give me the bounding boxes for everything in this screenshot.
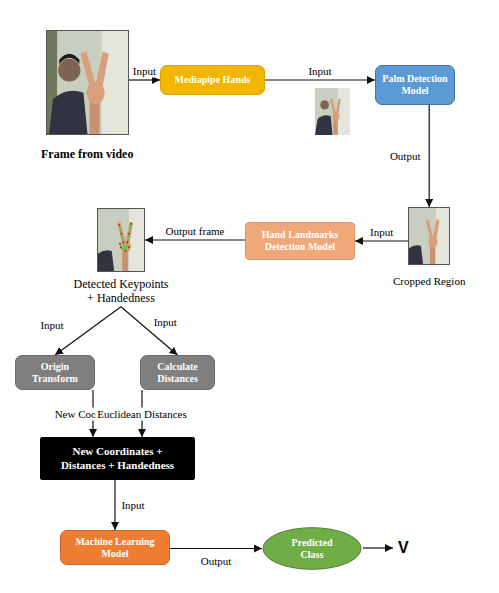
- flow-arrow: [114, 480, 115, 530]
- edge-label: Euclidean Distances: [95, 407, 189, 420]
- photo-background: [315, 88, 350, 135]
- ellipse-shape: [263, 528, 361, 570]
- photo: [98, 209, 144, 271]
- landmark-point: [120, 233, 122, 235]
- landmark-point: [130, 223, 132, 225]
- keypoints-image: Detected Keypoints + Handedness: [71, 208, 171, 306]
- landmark-point: [118, 224, 120, 226]
- person-body: [315, 115, 333, 135]
- box-label: Machine Learning Model: [67, 536, 163, 560]
- flow-arrow: [355, 240, 408, 241]
- edge-label: Output frame: [164, 225, 227, 238]
- landmark-point: [128, 233, 130, 235]
- process-box: Calculate Distances: [140, 355, 215, 390]
- photo-background: [98, 209, 144, 271]
- person-arm: [89, 99, 99, 134]
- edge-label: Input: [131, 65, 158, 78]
- photo-frame: [46, 30, 129, 135]
- process-box: Palm Detection Model: [375, 65, 455, 105]
- edge-label: Input: [38, 318, 65, 331]
- person-hair: [59, 54, 79, 64]
- photo: [47, 31, 128, 134]
- process-box: Origin Transform: [15, 355, 95, 390]
- flow-arrow: [121, 307, 178, 355]
- edge-label: Input: [119, 499, 146, 512]
- flow-arrow: [129, 79, 160, 80]
- box-label: Mediapipe Hands: [167, 74, 258, 86]
- box-label: Hand Landmarks Detection Model: [252, 229, 348, 253]
- image-caption: Detected Keypoints + Handedness: [71, 277, 171, 306]
- feature-box: New Coordinates + Distances + Handedness: [40, 437, 195, 480]
- box-label: Origin Transform: [22, 361, 88, 385]
- edge-label: Input: [152, 315, 179, 328]
- flow-arrow: [170, 548, 262, 549]
- landmark-point: [128, 246, 130, 248]
- photo-background: [47, 31, 128, 134]
- process-box: Mediapipe Hands: [160, 65, 265, 95]
- image-caption: Frame from video: [41, 147, 133, 161]
- landmark-links: [120, 244, 126, 251]
- thumbnail-image: [315, 88, 350, 135]
- person-body: [409, 245, 423, 264]
- person-head: [320, 100, 329, 109]
- landmark-point: [119, 243, 121, 245]
- flow-arrow: [429, 105, 430, 207]
- person-arm: [430, 245, 435, 264]
- photo-wall: [101, 31, 127, 134]
- edge-label: Input: [306, 65, 333, 78]
- person-arm: [122, 250, 128, 271]
- hand-fingers: [117, 221, 133, 242]
- hand-fingers: [426, 219, 440, 238]
- photo-frame: [408, 207, 450, 265]
- process-box: Hand Landmarks Detection Model: [245, 222, 355, 260]
- photo-wall: [338, 88, 350, 135]
- flow-arrow: [265, 79, 375, 80]
- person-body: [98, 250, 114, 271]
- output-ellipse: Predicted Class: [262, 527, 362, 570]
- photo-wall: [129, 209, 144, 271]
- class-result: V: [398, 538, 409, 557]
- landmark-links: [119, 225, 125, 251]
- model-box: Machine Learning Model: [60, 530, 170, 565]
- box-label: New Coordinates + Distances + Handedness: [51, 445, 184, 471]
- cropped-image: Cropped Region: [393, 207, 465, 288]
- landmark-point: [125, 250, 127, 252]
- person-body: [49, 91, 87, 134]
- landmark-point: [120, 246, 122, 248]
- person-head: [58, 59, 80, 82]
- landmark-point: [122, 241, 124, 243]
- photo: [409, 208, 449, 264]
- image-caption: Cropped Region: [393, 275, 465, 288]
- landmark-links: [126, 224, 132, 251]
- hand-fingers: [330, 98, 341, 113]
- edge-label: Input: [368, 226, 395, 239]
- edge-label: Output: [388, 150, 423, 163]
- landmark-point: [126, 241, 128, 243]
- photo-wall: [436, 208, 449, 264]
- box-label: Predicted Class: [284, 537, 340, 561]
- photo-frame: [97, 208, 145, 272]
- flow-arrow: [145, 239, 245, 240]
- video-frame-image: Frame from video: [41, 30, 133, 161]
- photo-background: [409, 208, 449, 264]
- box-label: Palm Detection Model: [382, 73, 448, 97]
- box-label: Calculate Distances: [147, 361, 208, 385]
- edge-label: Output: [199, 554, 234, 567]
- hand-fingers: [80, 52, 108, 87]
- output-arrow: [363, 547, 393, 548]
